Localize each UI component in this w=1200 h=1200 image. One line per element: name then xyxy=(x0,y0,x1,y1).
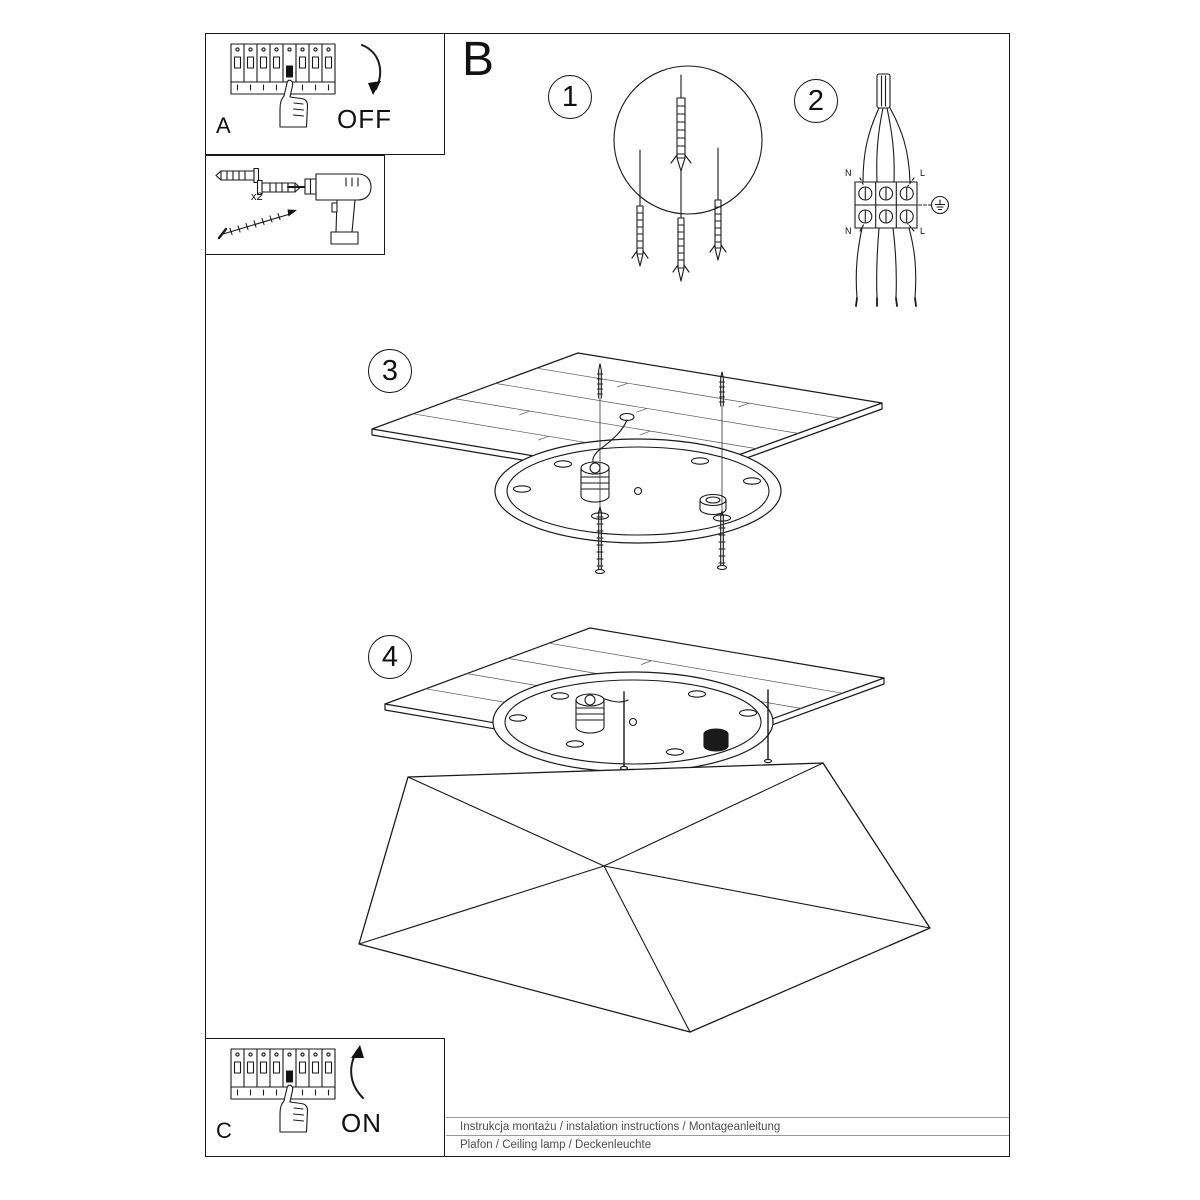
section-b-label: B xyxy=(462,33,495,86)
neutral-label-top: N xyxy=(845,168,852,178)
power-on-box xyxy=(205,1038,445,1157)
earth-symbol-icon xyxy=(917,195,950,215)
wall-plug-icons xyxy=(215,167,301,196)
neutral-label-bottom: N xyxy=(845,226,852,236)
drill-icon xyxy=(287,173,372,245)
breaker-switch-hand-icon xyxy=(230,43,336,128)
plug-quantity-label: x2 xyxy=(251,191,263,203)
hexagon-shade-illustration xyxy=(358,762,931,1033)
mounting-ring-illustration xyxy=(494,438,782,544)
footer: Instrukcja montażu / instalation instruc… xyxy=(446,1117,1009,1157)
lamp-socket-icon xyxy=(575,693,605,734)
anchor-icon xyxy=(631,149,649,267)
step1-number: 1 xyxy=(548,75,592,119)
step4-shade-illustration xyxy=(358,627,931,1033)
screw-tip-icon xyxy=(596,363,726,407)
power-on-state: ON xyxy=(341,1108,382,1138)
main-frame xyxy=(205,33,1010,1157)
mounting-ring-illustration xyxy=(492,671,774,773)
step2-number: 2 xyxy=(794,79,838,123)
live-label-bottom: L xyxy=(920,226,926,236)
anchor-icon xyxy=(672,170,690,282)
step1-drilling-illustration xyxy=(613,65,763,282)
step3-mounting-illustration xyxy=(371,352,883,575)
live-label-top: L xyxy=(920,168,926,178)
mounting-screw-icon xyxy=(594,506,728,575)
footer-product: Plafon / Ceiling lamp / Deckenleuchte xyxy=(460,1139,652,1151)
screw-icon xyxy=(217,209,297,240)
on-arrow-icon xyxy=(350,1045,364,1099)
footer-title: Instrukcja montażu / instalation instruc… xyxy=(446,1118,1009,1136)
power-off-box xyxy=(205,33,445,155)
cable-gland-icon xyxy=(703,728,729,752)
hanging-rod-icon xyxy=(619,689,773,771)
off-arrow-icon xyxy=(361,44,382,95)
power-on-label: C xyxy=(216,1118,232,1143)
step3-number: 3 xyxy=(368,349,412,393)
breaker-switch-hand-icon xyxy=(230,1048,336,1133)
power-off-state: OFF xyxy=(337,104,392,134)
step4-number: 4 xyxy=(368,635,412,679)
cable-gland-icon xyxy=(699,493,727,516)
power-off-label: A xyxy=(216,113,231,138)
step2-wiring-illustration xyxy=(854,73,950,307)
tools-box xyxy=(205,155,385,255)
anchor-icon xyxy=(709,147,727,261)
